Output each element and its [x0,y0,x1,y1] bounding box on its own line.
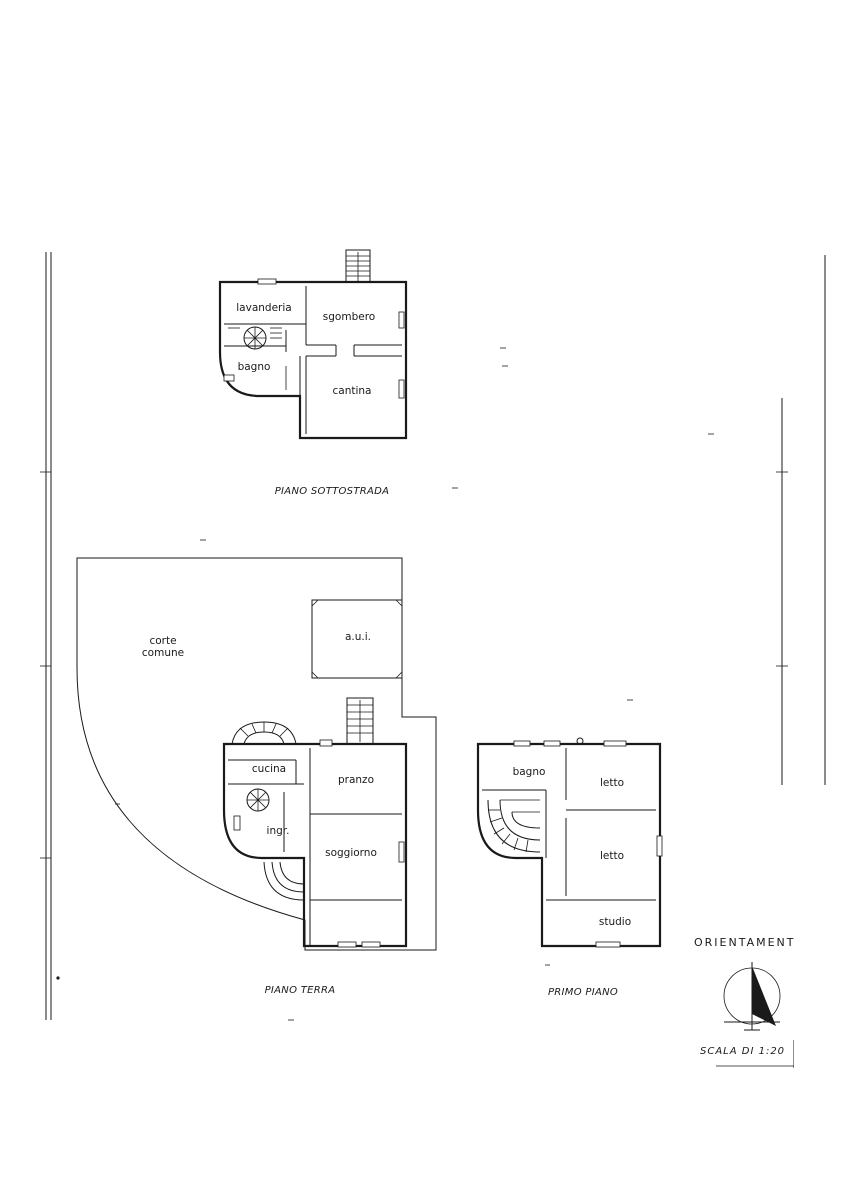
stray-marks [56,347,714,1021]
room-studio: studio [599,916,631,928]
room-soggiorno: soggiorno [325,847,377,859]
left-border [40,252,52,1020]
room-bagno-primo: bagno [513,766,546,778]
label-corte: corte [149,635,176,647]
north-arrow-icon [723,962,781,1031]
room-bagno-sotto: bagno [238,361,271,373]
room-sgombero: sgombero [323,311,375,323]
right-border [776,255,826,785]
room-lavanderia: lavanderia [236,302,291,314]
plan-primo-piano: bagno letto letto studio [476,737,663,948]
title-primo-piano: PRIMO PIANO [548,987,618,998]
room-letto-2: letto [600,850,624,862]
legend-box: ORIENTAMENTO SCALA DI 1:20 [694,936,806,1068]
room-aui: a.u.i. [345,631,371,643]
room-cantina: cantina [333,385,372,397]
room-letto-1: letto [600,777,624,789]
label-scala: SCALA DI 1:20 [700,1046,785,1057]
room-ingr: ingr. [267,825,290,837]
plan-piano-terra: corte comune a.u.i. cucina pranzo ingr. … [76,557,437,951]
plan-piano-sottostrada: lavanderia sgombero bagno cantina [218,249,408,440]
room-cucina: cucina [252,763,286,775]
label-orientamento: ORIENTAMENTO [694,936,806,949]
title-piano-sottostrada: PIANO SOTTOSTRADA [275,486,390,497]
room-pranzo: pranzo [338,774,374,786]
label-comune: comune [142,647,184,659]
title-piano-terra: PIANO TERRA [265,985,336,996]
